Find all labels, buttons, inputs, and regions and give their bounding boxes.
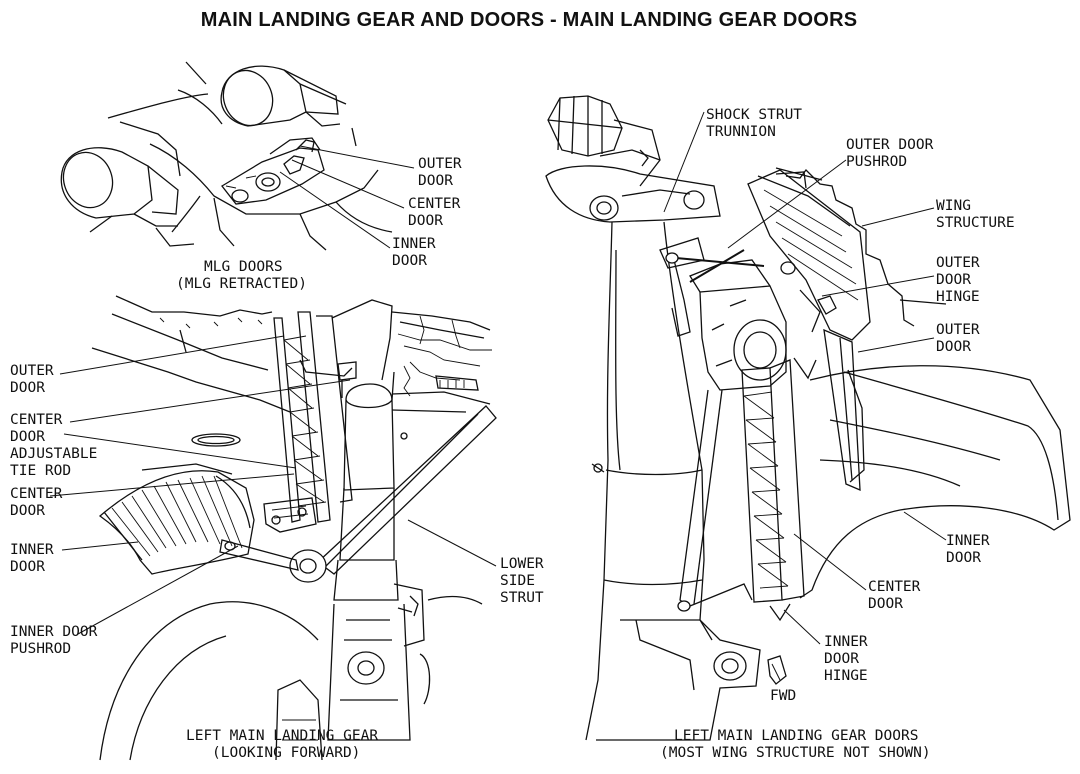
- label-center-door-tie-rod-3: ADJUSTABLE: [10, 446, 97, 462]
- label-shock-strut-trunnion-2: TRUNNION: [706, 124, 776, 140]
- label-outer-door-top-2: DOOR: [418, 173, 453, 189]
- label-inner-door-pushrod-2: PUSHROD: [10, 641, 71, 657]
- caption-mlg-doors-side-1: LEFT MAIN LANDING GEAR DOORS: [674, 728, 918, 744]
- label-center-door-fwd-1: CENTER: [10, 486, 63, 502]
- illustration-left-mlg-doors: [545, 95, 1071, 741]
- label-inner-door-side-2: DOOR: [946, 550, 981, 566]
- upper-engine-nacelle: [220, 65, 347, 127]
- main-strut-cylinder: [585, 221, 713, 741]
- forward-view-leader-lines: [49, 335, 497, 635]
- label-inner-door-hinge-1: INNER: [824, 634, 868, 650]
- top-view-leader-lines: [279, 145, 415, 249]
- label-wing-structure-1: WING: [936, 198, 971, 214]
- label-outer-door-pushrod-1: OUTER DOOR: [846, 137, 934, 153]
- label-inner-door-fwd-1: INNER: [10, 542, 54, 558]
- label-outer-door-side-2: DOOR: [936, 339, 971, 355]
- drag-brace-and-hub: [659, 237, 796, 609]
- label-center-door-top-1: CENTER: [408, 196, 461, 212]
- label-center-door-top-2: DOOR: [408, 213, 443, 229]
- label-inner-door-top-2: DOOR: [392, 253, 427, 269]
- label-lower-side-strut-2: SIDE: [500, 573, 535, 589]
- caption-mlg-doors-side-2: (MOST WING STRUCTURE NOT SHOWN): [660, 745, 931, 761]
- label-outer-door-side-1: OUTER: [936, 322, 980, 338]
- label-inner-door-fwd-2: DOOR: [10, 559, 45, 575]
- label-center-door-tie-rod-2: DOOR: [10, 429, 45, 445]
- label-inner-door-hinge-2: DOOR: [824, 651, 859, 667]
- svg-text:LEFT MAIN LANDING GEAR(LOOKING: LEFT MAIN LANDING GEAR(LOOKING FORWARD): [186, 728, 378, 761]
- fwd-arrow-icon: [767, 655, 787, 685]
- label-center-door-tie-rod-4: TIE ROD: [10, 463, 71, 479]
- label-outer-door-hinge-1: OUTER: [936, 255, 980, 271]
- label-wing-structure-2: STRUCTURE: [936, 215, 1015, 231]
- caption-mlg-doors-1: MLG DOORS: [204, 259, 283, 275]
- side-view-leader-lines: [663, 111, 947, 645]
- label-outer-door-pushrod-2: PUSHROD: [846, 154, 907, 170]
- label-center-door-tie-rod-1: CENTER: [10, 412, 63, 428]
- label-center-door-fwd-2: DOOR: [10, 503, 45, 519]
- main-wheel-tire: [99, 595, 483, 761]
- label-outer-door-hinge-3: HINGE: [936, 289, 980, 305]
- label-fwd: FWD: [770, 688, 796, 704]
- wing-structure-cutaway: [775, 167, 947, 327]
- caption-mlg-doors-2: (MLG RETRACTED): [176, 276, 307, 292]
- label-outer-door-hinge-2: DOOR: [936, 272, 971, 288]
- label-outer-door-fwd-1: OUTER: [10, 363, 54, 379]
- inner-door-fairing: [98, 463, 255, 575]
- svg-text:MLG DOORS(MLG RETRACTED): MLG DOORS(MLG RETRACTED): [176, 259, 307, 292]
- label-outer-door-fwd-2: DOOR: [10, 380, 45, 396]
- label-shock-strut-trunnion-1: SHOCK STRUT: [706, 107, 802, 123]
- wheel-well-equipment: [391, 311, 492, 397]
- label-inner-door-pushrod-1: INNER DOOR: [10, 624, 98, 640]
- label-lower-side-strut-1: LOWER: [500, 556, 544, 572]
- label-center-door-side-2: DOOR: [868, 596, 903, 612]
- label-center-door-side-1: CENTER: [868, 579, 921, 595]
- caption-left-mlg-2: (LOOKING FORWARD): [212, 745, 360, 761]
- inner-door-panel: [799, 365, 1071, 599]
- illustration-mlg-doors-retracted: [60, 61, 393, 251]
- label-outer-door-top-1: OUTER: [418, 156, 462, 172]
- lower-engine-nacelle: [60, 147, 195, 247]
- center-door-frame: [273, 311, 353, 523]
- page-title: MAIN LANDING GEAR AND DOORS - MAIN LANDI…: [200, 9, 858, 31]
- caption-left-mlg-1: LEFT MAIN LANDING GEAR: [186, 728, 378, 744]
- svg-text:LEFT MAIN LANDING GEAR DOORS(M: LEFT MAIN LANDING GEAR DOORS(MOST WING S…: [660, 728, 931, 761]
- label-inner-door-top-1: INNER: [392, 236, 436, 252]
- label-inner-door-side-1: INNER: [946, 533, 990, 549]
- center-door-lattice: [677, 357, 817, 622]
- label-inner-door-hinge-3: HINGE: [824, 668, 868, 684]
- axle-fitting: [596, 619, 761, 741]
- shock-strut-trunnion: [545, 95, 721, 223]
- outer-door-panel: [747, 169, 871, 492]
- label-lower-side-strut-3: STRUT: [500, 590, 544, 606]
- lower-side-strut: [289, 405, 497, 583]
- shock-strut-forward: [327, 299, 431, 741]
- illustration-left-mlg-looking-forward: [91, 295, 497, 761]
